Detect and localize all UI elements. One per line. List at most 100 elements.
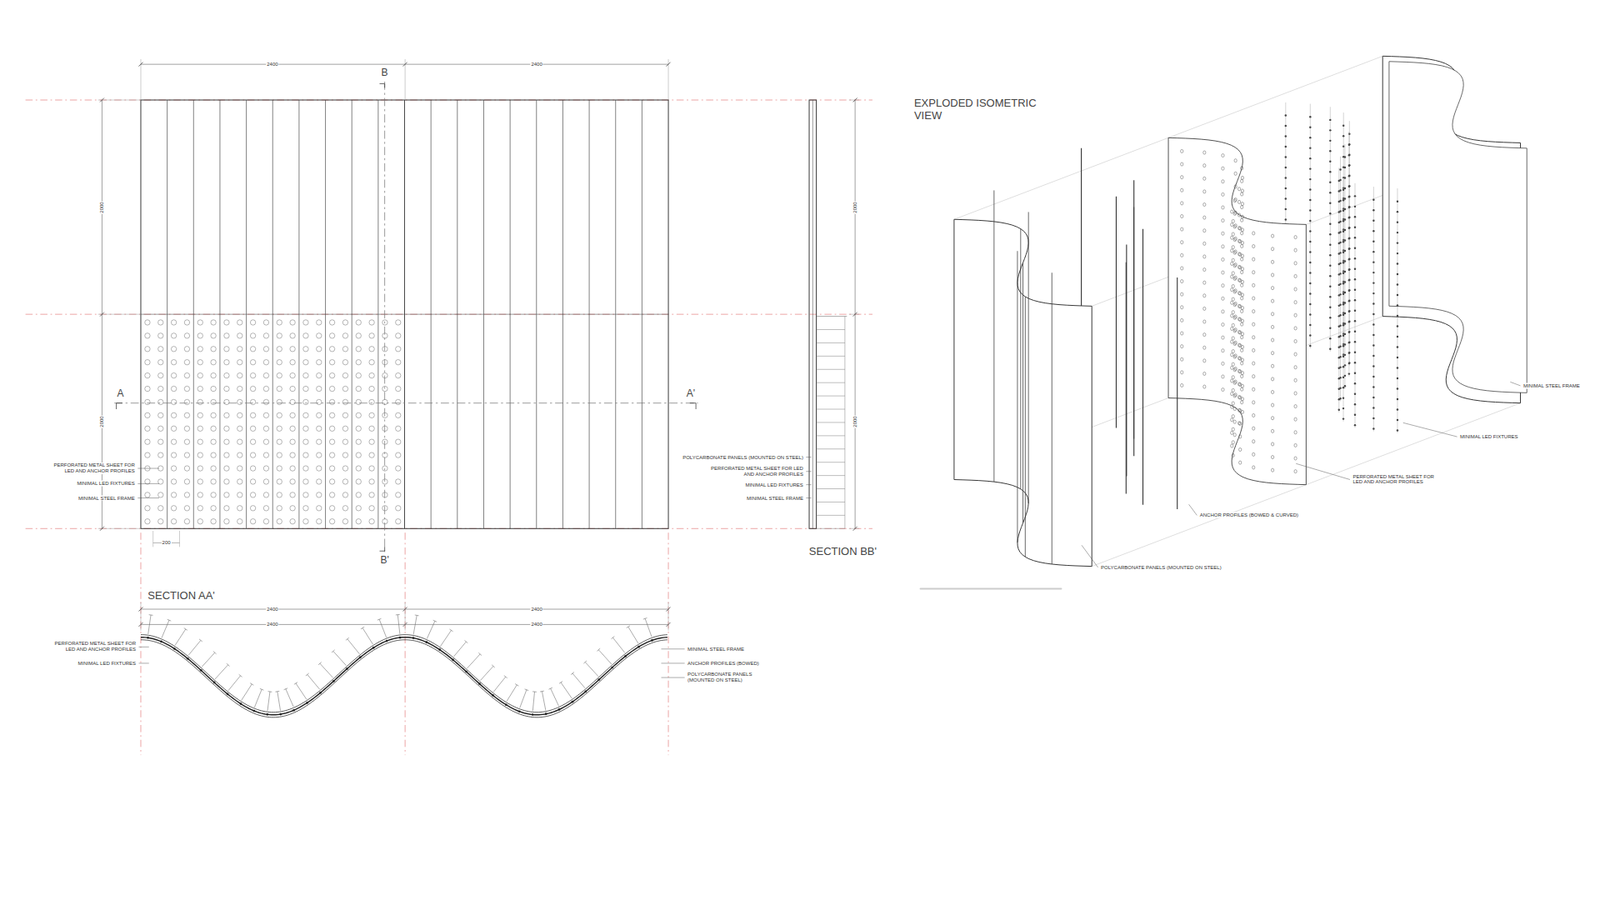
led-fin [333, 650, 347, 665]
led-fixture [1396, 315, 1399, 317]
dimension-text: 2400 [265, 606, 279, 613]
led-fixture [1348, 236, 1350, 239]
perforation [1231, 375, 1235, 380]
dimension-text: 2400 [530, 61, 543, 68]
extension-line [140, 59, 141, 100]
extension-line [98, 100, 141, 101]
polycarbonate-panel [954, 219, 1092, 566]
perforation [342, 505, 348, 511]
perforation [1252, 283, 1255, 287]
callout-label: MINIMAL LED FIXTURES [77, 660, 137, 666]
perforation [1239, 226, 1242, 230]
perforation [1234, 171, 1237, 175]
perforation [1252, 361, 1255, 365]
led-fixture [1329, 129, 1331, 131]
led-fixture [1396, 210, 1399, 213]
perforation [145, 412, 150, 418]
led-fixture [1348, 279, 1350, 281]
perforation [1271, 299, 1275, 303]
led-fixture [1348, 216, 1350, 219]
perforation [184, 492, 190, 498]
led-fixture [1285, 187, 1287, 190]
led-fixture [1372, 260, 1375, 263]
fin-cap [360, 626, 365, 630]
led-fixture [1348, 341, 1350, 344]
perforation [237, 439, 243, 445]
section-mark: A [115, 388, 125, 400]
led-fixture [1396, 283, 1399, 285]
led-fixture [1342, 251, 1345, 254]
fin-cap [559, 681, 563, 685]
perforation [1230, 405, 1234, 409]
anchor-profile [650, 639, 654, 642]
steel-frame-curve [140, 640, 668, 718]
perforation [1231, 219, 1235, 223]
perforation [1203, 294, 1206, 298]
perforation [303, 385, 309, 391]
perforation [316, 479, 322, 485]
extension-line [405, 601, 406, 630]
led-fixture [1342, 313, 1345, 315]
section-arrow [380, 83, 385, 88]
anchor-profile [292, 709, 295, 712]
perforation [329, 333, 335, 339]
perforation [1221, 375, 1225, 379]
perforation [263, 439, 269, 445]
led-fixture [1309, 209, 1311, 211]
led-fin [816, 421, 845, 423]
led-fin [453, 641, 466, 657]
led-fin [254, 689, 262, 708]
led-fin [426, 620, 435, 639]
perforation [184, 439, 190, 445]
perforation [224, 412, 230, 418]
perforation [1221, 284, 1225, 288]
fin-cap [465, 640, 469, 644]
perforation [395, 372, 401, 378]
perforation [250, 452, 255, 458]
section-mark: A' [685, 388, 696, 400]
fin-cap [167, 619, 172, 621]
perforation [276, 505, 282, 511]
perforation [1231, 388, 1235, 392]
led-fixture [1348, 340, 1350, 343]
perforation [1237, 213, 1240, 217]
perforation [395, 452, 401, 458]
callout-label: MINIMAL STEEL FRAME [745, 495, 805, 501]
perforation [329, 346, 335, 352]
panel-line [483, 100, 485, 529]
dimension-text: 2400 [530, 621, 543, 628]
reference-line [668, 532, 670, 755]
perforation [158, 439, 164, 445]
led-fin [816, 475, 845, 476]
steel-frame-curve [140, 635, 668, 713]
dimension-text: 2400 [530, 606, 543, 613]
perforation [1230, 275, 1234, 279]
perforation [342, 372, 348, 378]
dimension-tick [100, 526, 105, 531]
perforation [329, 412, 335, 418]
led-fixture [1309, 188, 1311, 190]
perforation [170, 399, 176, 405]
perforation [224, 346, 230, 352]
perforation [1271, 416, 1275, 420]
perforation [197, 519, 203, 525]
elevation-outline [140, 100, 669, 529]
perforation [1252, 257, 1255, 261]
led-fixture [1348, 268, 1350, 270]
perforation [1230, 314, 1234, 318]
led-fixture [1348, 248, 1350, 250]
panel-line [245, 100, 247, 529]
perforation [290, 492, 295, 498]
perforation [1230, 365, 1234, 370]
perforation [1203, 333, 1206, 337]
perforation [1180, 240, 1184, 245]
leader-line [805, 497, 811, 499]
led-fixture [1348, 216, 1350, 219]
led-fixture [1348, 185, 1350, 187]
perforation [1252, 375, 1255, 379]
led-fixture [1342, 396, 1345, 399]
perforation [355, 479, 361, 485]
extension-line [668, 59, 670, 100]
dimension-tick [853, 312, 858, 317]
